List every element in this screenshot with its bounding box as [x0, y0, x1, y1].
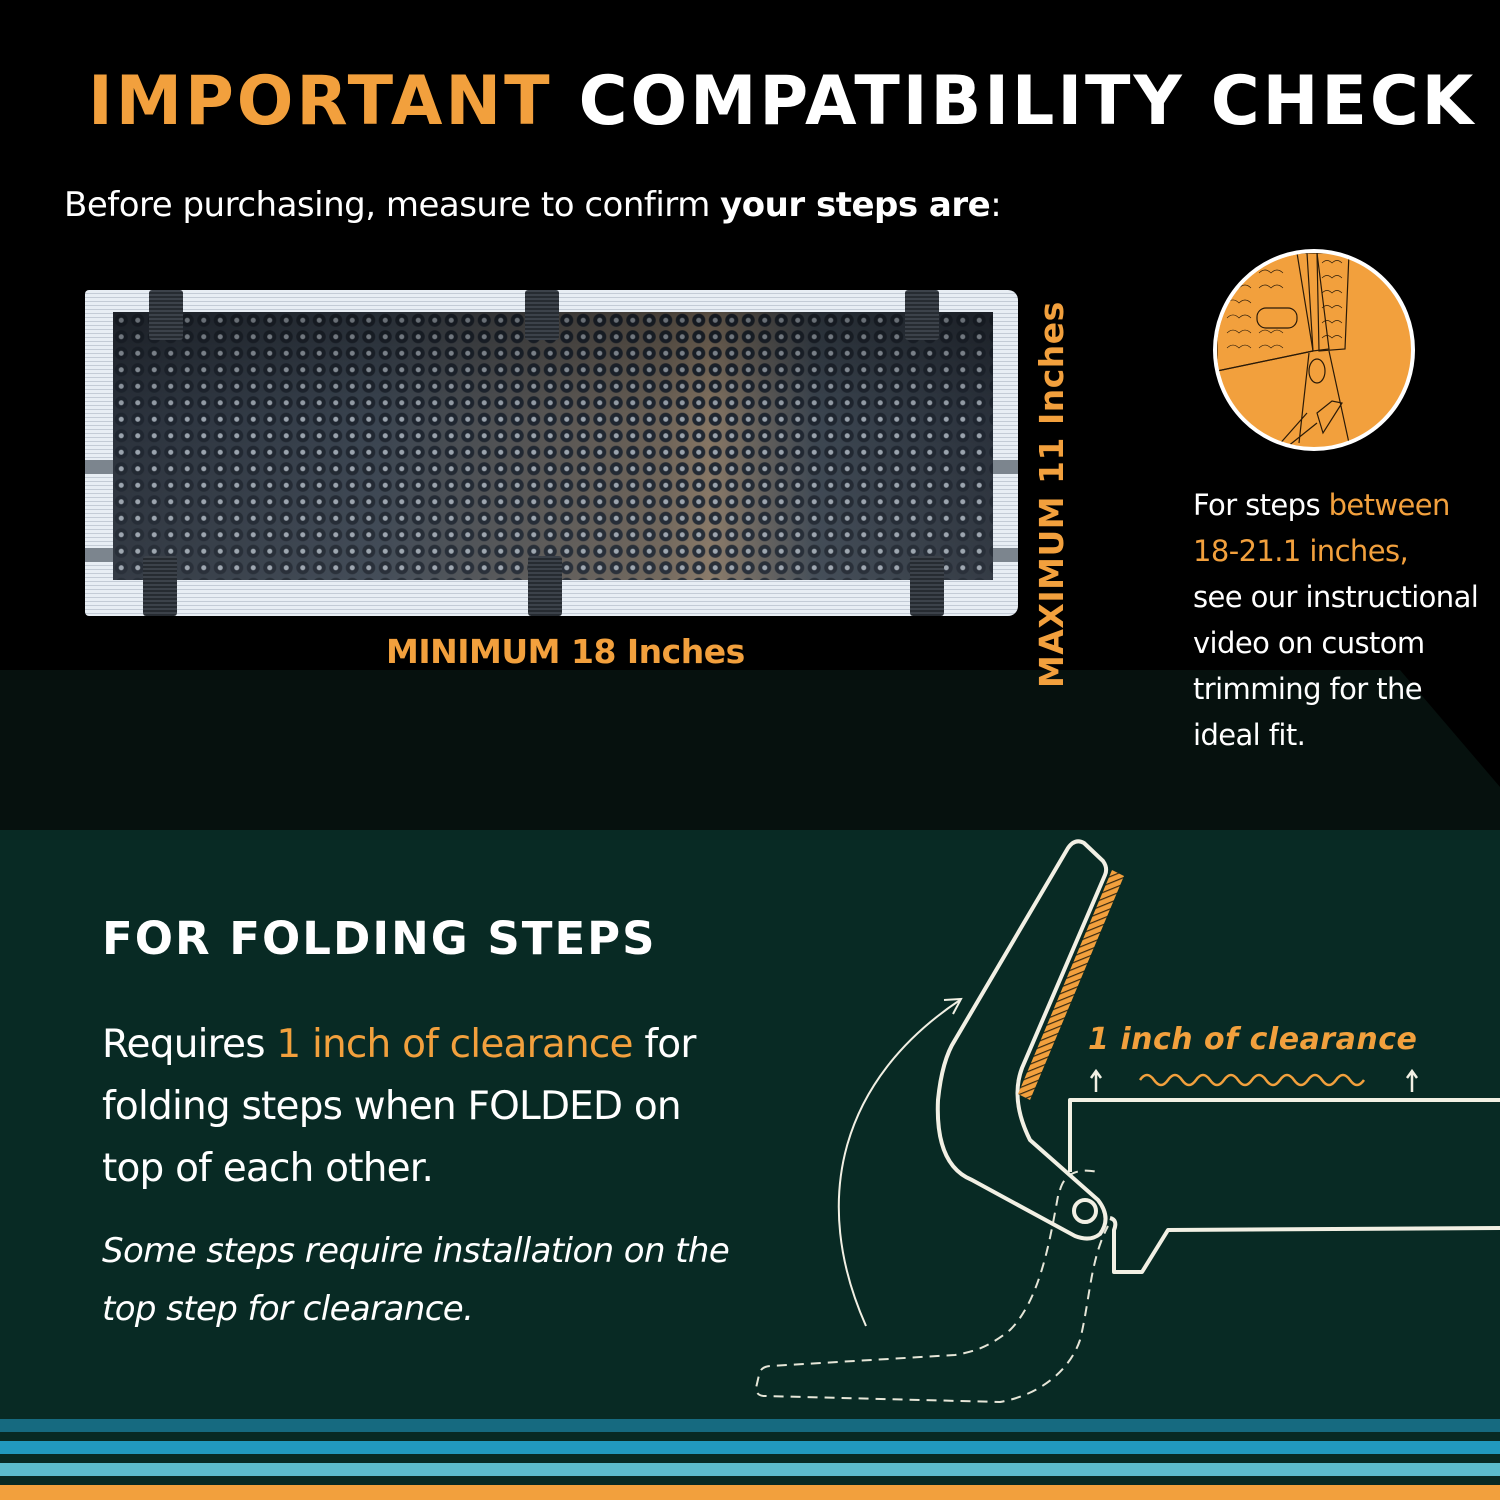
trimming-note-accent-1: between: [1328, 488, 1451, 522]
scissors-trimming-mat-icon: [1213, 249, 1415, 451]
folding-body-prefix: Requires: [102, 1022, 277, 1067]
folding-steps-heading: FOR FOLDING STEPS: [102, 912, 657, 965]
folding-step-diagram: [754, 839, 1500, 1404]
mat-strap: [143, 556, 177, 616]
mat-strap: [149, 290, 183, 340]
stripe-blue: [0, 1441, 1500, 1454]
subtitle-bold: your steps are: [720, 185, 991, 225]
trimming-note-accent-2: 18-21.1 inches,: [1193, 534, 1409, 568]
stripe-light-blue: [0, 1463, 1500, 1476]
title-accent: IMPORTANT: [88, 62, 553, 141]
fold-motion-arrow: [837, 997, 963, 1327]
clearance-wave-icon: [1138, 1073, 1366, 1087]
mat-strap: [525, 290, 559, 340]
mat-photo: [85, 290, 1018, 616]
mat-strap: [528, 556, 562, 616]
unfolded-step-outline: [754, 1169, 1109, 1404]
folding-requirement-text: Requires 1 inch of clearance for folding…: [102, 1014, 742, 1200]
clearance-label: 1 inch of clearance: [1088, 1022, 1418, 1057]
clearance-arrows: [1089, 1068, 1419, 1092]
dark-band: [0, 670, 1500, 830]
folding-note: Some steps require installation on the t…: [102, 1231, 730, 1329]
stripe-teal-dark: [0, 1419, 1500, 1432]
folding-body-accent: 1 inch of clearance: [276, 1022, 633, 1067]
scissors-icon: [1217, 253, 1350, 447]
maximum-depth-label: MAXIMUM 11 Inches: [1032, 301, 1071, 688]
bristle-strip: [1018, 870, 1124, 1100]
trimming-note-body: see our instructional video on custom tr…: [1193, 580, 1479, 752]
folding-body-rest: for folding steps when FOLDED on top of …: [102, 1022, 696, 1191]
mat-strap: [905, 290, 939, 340]
stripe-orange: [0, 1485, 1500, 1500]
subtitle-suffix: :: [990, 185, 1002, 225]
minimum-width-label: MINIMUM 18 Inches: [386, 632, 745, 671]
folded-step: [935, 839, 1109, 1241]
bottom-section-background: [0, 830, 1500, 1500]
page-title: IMPORTANT COMPATIBILITY CHECK: [88, 62, 1476, 142]
subtitle-prefix: Before purchasing, measure to confirm: [64, 185, 721, 225]
trimming-note: For steps between 18-21.1 inches, see ou…: [1193, 482, 1493, 758]
title-rest: COMPATIBILITY CHECK: [578, 62, 1477, 141]
mat-strap: [910, 556, 944, 616]
mat-shading: [113, 312, 993, 580]
fixed-step: [1068, 1098, 1500, 1274]
mat-bristles: [113, 312, 993, 580]
subtitle: Before purchasing, measure to confirm yo…: [64, 180, 1002, 230]
trimming-note-prefix: For steps: [1193, 488, 1329, 522]
